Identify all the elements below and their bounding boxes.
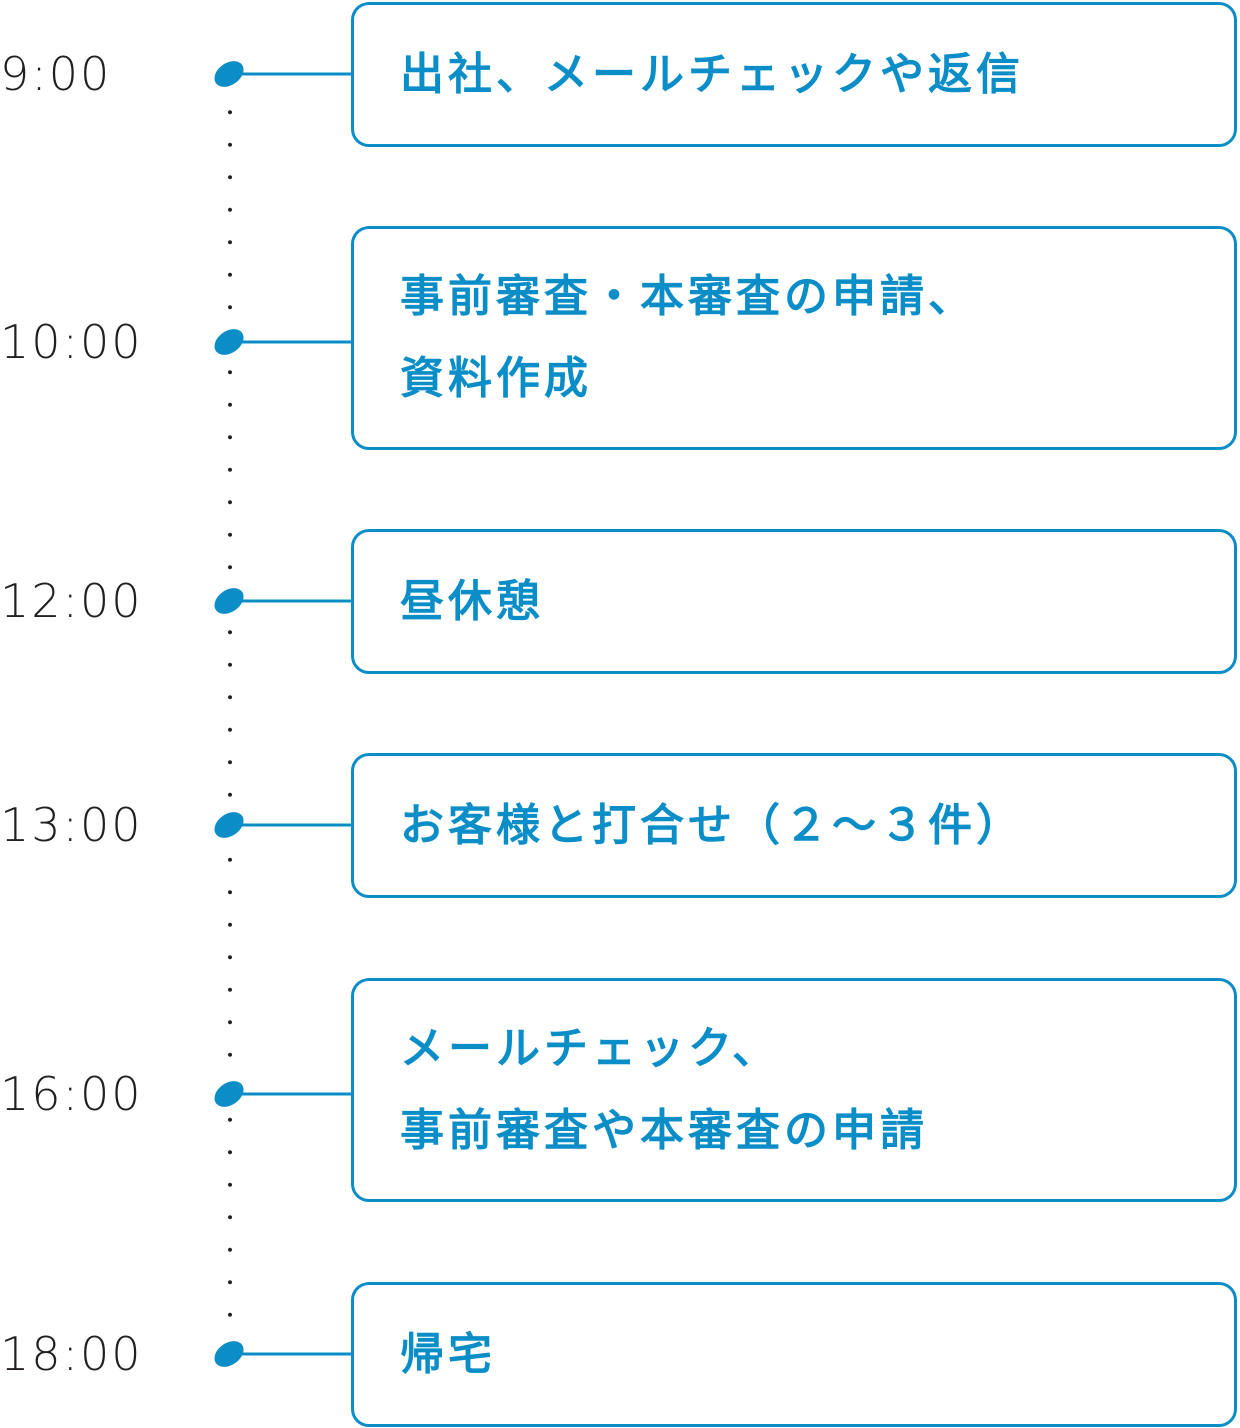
activity-text-line: 出社、メールチェックや返信 <box>400 48 1024 100</box>
time-label: 16:00 <box>0 1067 143 1121</box>
activity-text-line: お客様と打合せ（２〜３件） <box>400 799 1024 851</box>
connector-line <box>240 1092 352 1096</box>
activity-text-line: メールチェック、 <box>400 1023 781 1074</box>
activity-card: 帰宅 <box>351 1282 1237 1427</box>
activity-text: 事前審査・本審査の申請、 資料作成 <box>400 256 976 420</box>
activity-card: お客様と打合せ（２〜３件） <box>351 753 1237 898</box>
activity-text: お客様と打合せ（２〜３件） <box>400 785 1024 867</box>
activity-text: 昼休憩 <box>400 561 544 643</box>
activity-card: 昼休憩 <box>351 529 1237 674</box>
time-label: 18:00 <box>0 1327 143 1381</box>
connector-line <box>240 823 352 827</box>
activity-text: 帰宅 <box>400 1314 496 1396</box>
activity-card: 出社、メールチェックや返信 <box>351 2 1237 147</box>
activity-text-line: 事前審査や本審査の申請 <box>400 1105 928 1156</box>
time-label: 12:00 <box>0 574 143 628</box>
activity-card: 事前審査・本審査の申請、 資料作成 <box>351 226 1237 450</box>
activity-text-line: 資料作成 <box>400 353 592 404</box>
time-label: 13:00 <box>0 798 143 852</box>
activity-text-line: 事前審査・本審査の申請、 <box>400 271 976 322</box>
connector-line <box>240 1352 352 1356</box>
activity-text: 出社、メールチェックや返信 <box>400 34 1024 116</box>
activity-text-line: 帰宅 <box>400 1328 496 1380</box>
time-label: 9:00 <box>0 47 112 101</box>
activity-card: メールチェック、 事前審査や本審査の申請 <box>351 978 1237 1202</box>
connector-line <box>240 599 352 603</box>
timeline-dotted-line <box>228 96 232 1332</box>
activity-text: メールチェック、 事前審査や本審査の申請 <box>400 1008 928 1172</box>
time-label: 10:00 <box>0 315 143 369</box>
connector-line <box>240 72 352 76</box>
activity-text-line: 昼休憩 <box>400 575 544 627</box>
connector-line <box>240 340 352 344</box>
